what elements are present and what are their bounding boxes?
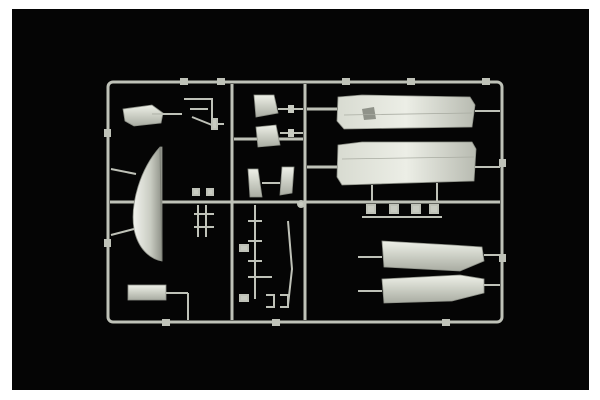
small-rod-parts <box>184 98 224 130</box>
cab-side-panel-upper <box>336 94 500 130</box>
sprue-gates <box>104 78 506 326</box>
cab-side-panel-lower <box>336 141 500 201</box>
mirror-housing-parts <box>253 94 303 148</box>
photo-frame <box>12 9 589 390</box>
wide-panel-lower <box>358 274 500 304</box>
small-tree-parts <box>192 188 214 237</box>
right-runner-small-parts <box>362 204 442 218</box>
center-lower-small-parts <box>239 200 305 308</box>
curved-fender-part <box>110 146 163 262</box>
sprue-frame <box>106 80 504 324</box>
step-parts <box>247 166 295 198</box>
small-bracket-part <box>122 104 182 127</box>
sprue-photo <box>104 78 506 326</box>
small-box-part <box>127 284 189 320</box>
wide-panel-upper <box>358 240 500 272</box>
